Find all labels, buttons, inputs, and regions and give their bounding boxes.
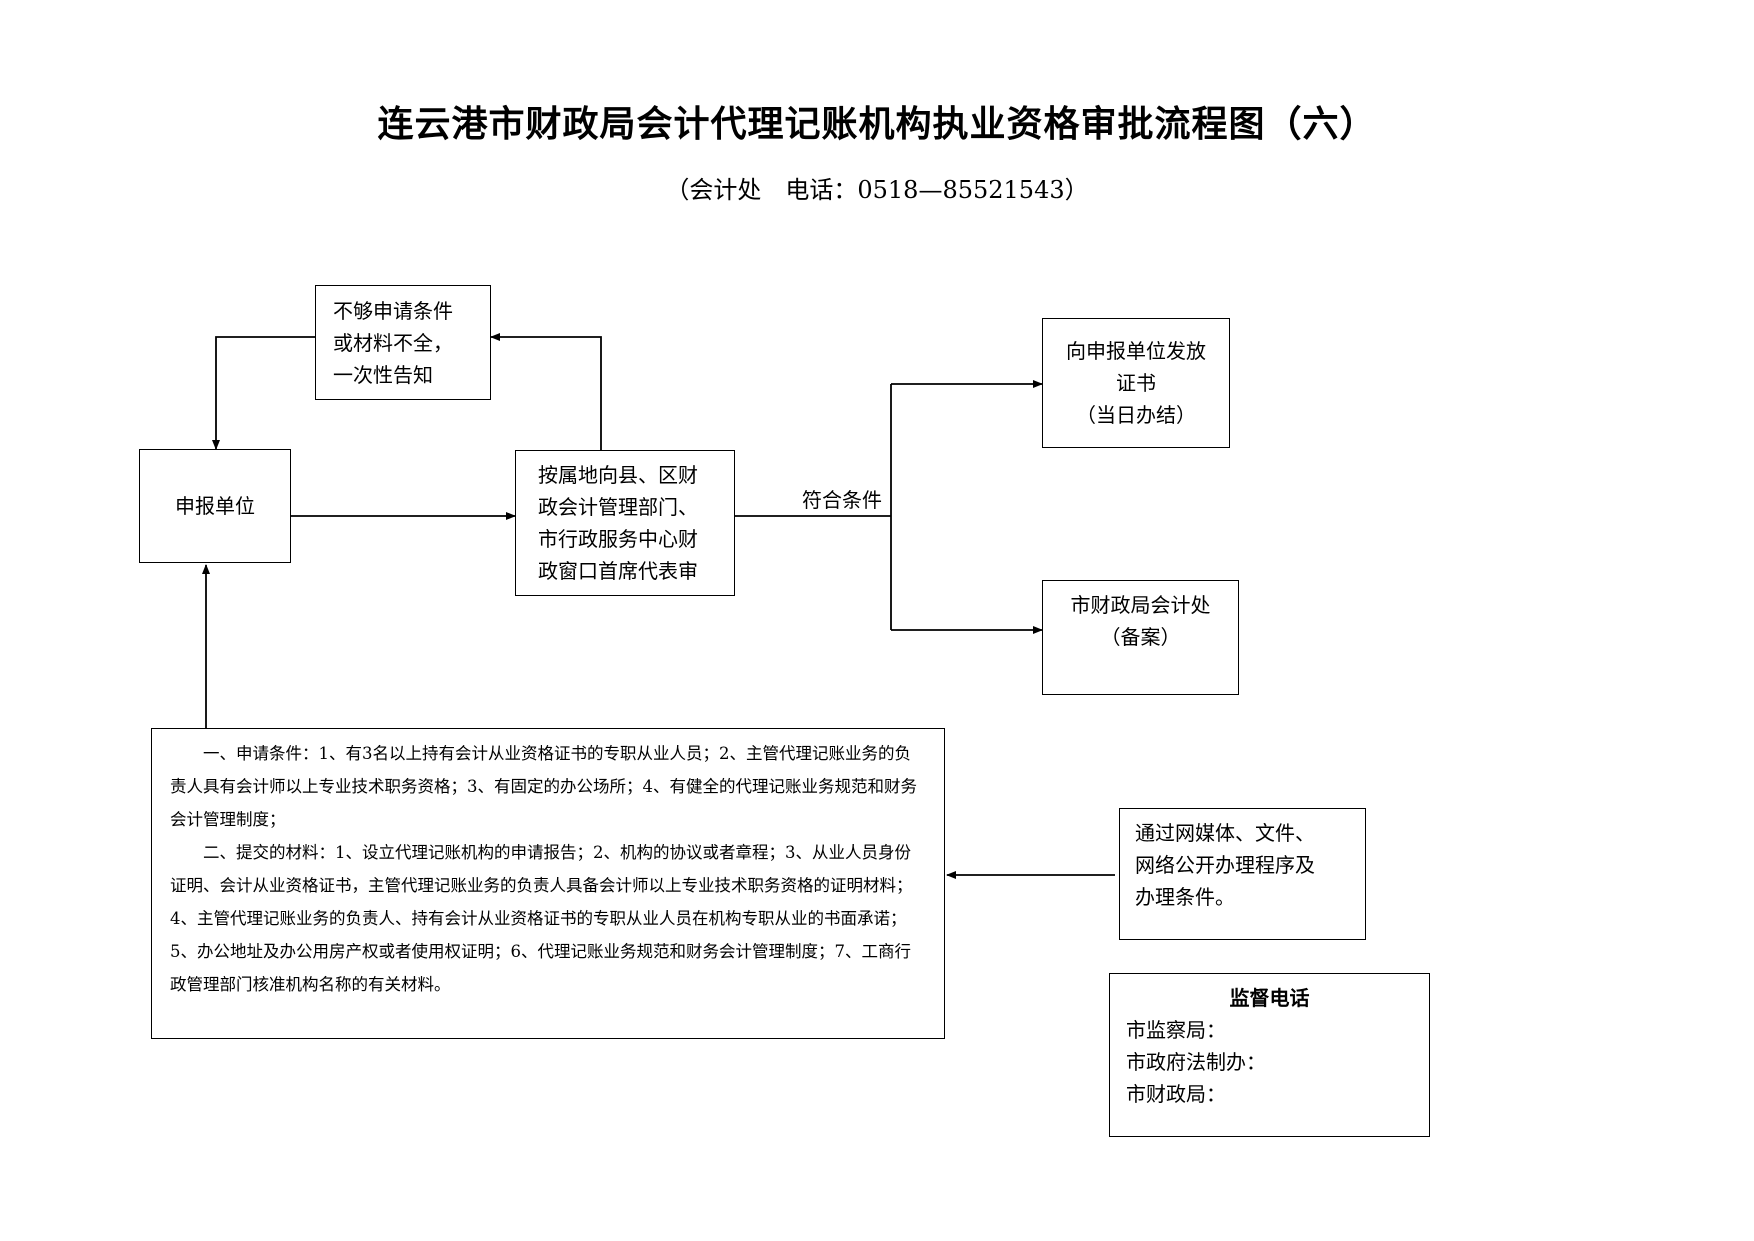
node-text-line: 按属地向县、区财 [538,463,698,487]
page-subtitle: （会计处 电话：0518—85521543） [665,176,1089,204]
arrow-insufficient-to-applicant [212,336,315,450]
arrow-review-to-insufficient [490,333,602,450]
node-review: 按属地向县、区财 政会计管理部门、 市行政服务中心财 政窗口首席代表审 [515,450,735,596]
node-text-line: 一次性告知 [333,363,433,387]
supervision-line: 市政府法制办： [1126,1050,1266,1074]
supervision-title: 监督电话 [1229,986,1310,1010]
supervision-line: 市监察局： [1126,1018,1226,1042]
node-insufficient-materials: 不够申请条件 或材料不全， 一次性告知 [315,285,491,400]
requirements-box: 一、申请条件：1、有3名以上持有会计从业资格证书的专职从业人员；2、主管代理记账… [151,728,945,1039]
node-text-line: 证书 [1116,371,1156,395]
node-text-line: 政会计管理部门、 [538,495,698,519]
node-text-line: 申报单位 [175,494,255,518]
edge-label-qualified: 符合条件 [802,488,882,512]
node-text-line: 市行政服务中心财 [538,527,698,551]
node-text-line: 通过网媒体、文件、 [1135,821,1315,845]
page-title: 连云港市财政局会计代理记账机构执业资格审批流程图（六） [377,104,1377,145]
node-text-line: 办理条件。 [1135,885,1235,909]
node-text-line: 政窗口首席代表审 [538,559,698,583]
node-applicant: 申报单位 [139,449,291,563]
node-text-line: （备案） [1100,625,1181,649]
node-publicity: 通过网媒体、文件、 网络公开办理程序及 办理条件。 [1119,808,1366,940]
node-text-line: （当日办结） [1076,403,1196,427]
node-text-line: 或材料不全， [333,331,453,355]
node-issue-certificate: 向申报单位发放 证书 （当日办结） [1042,318,1230,448]
requirements-conditions: 一、申请条件：1、有3名以上持有会计从业资格证书的专职从业人员；2、主管代理记账… [170,744,917,829]
supervision-line: 市财政局： [1126,1082,1226,1106]
node-filing: 市财政局会计处 （备案） [1042,580,1239,695]
node-text-line: 网络公开办理程序及 [1135,853,1315,877]
node-text-line: 向申报单位发放 [1066,339,1206,363]
supervision-box: 监督电话 市监察局： 市政府法制办： 市财政局： [1109,973,1430,1137]
node-text-line: 不够申请条件 [333,299,453,323]
requirements-materials: 二、提交的材料：1、设立代理记账机构的申请报告；2、机构的协议或者章程；3、从业… [170,843,913,994]
node-text-line: 市财政局会计处 [1070,593,1211,617]
